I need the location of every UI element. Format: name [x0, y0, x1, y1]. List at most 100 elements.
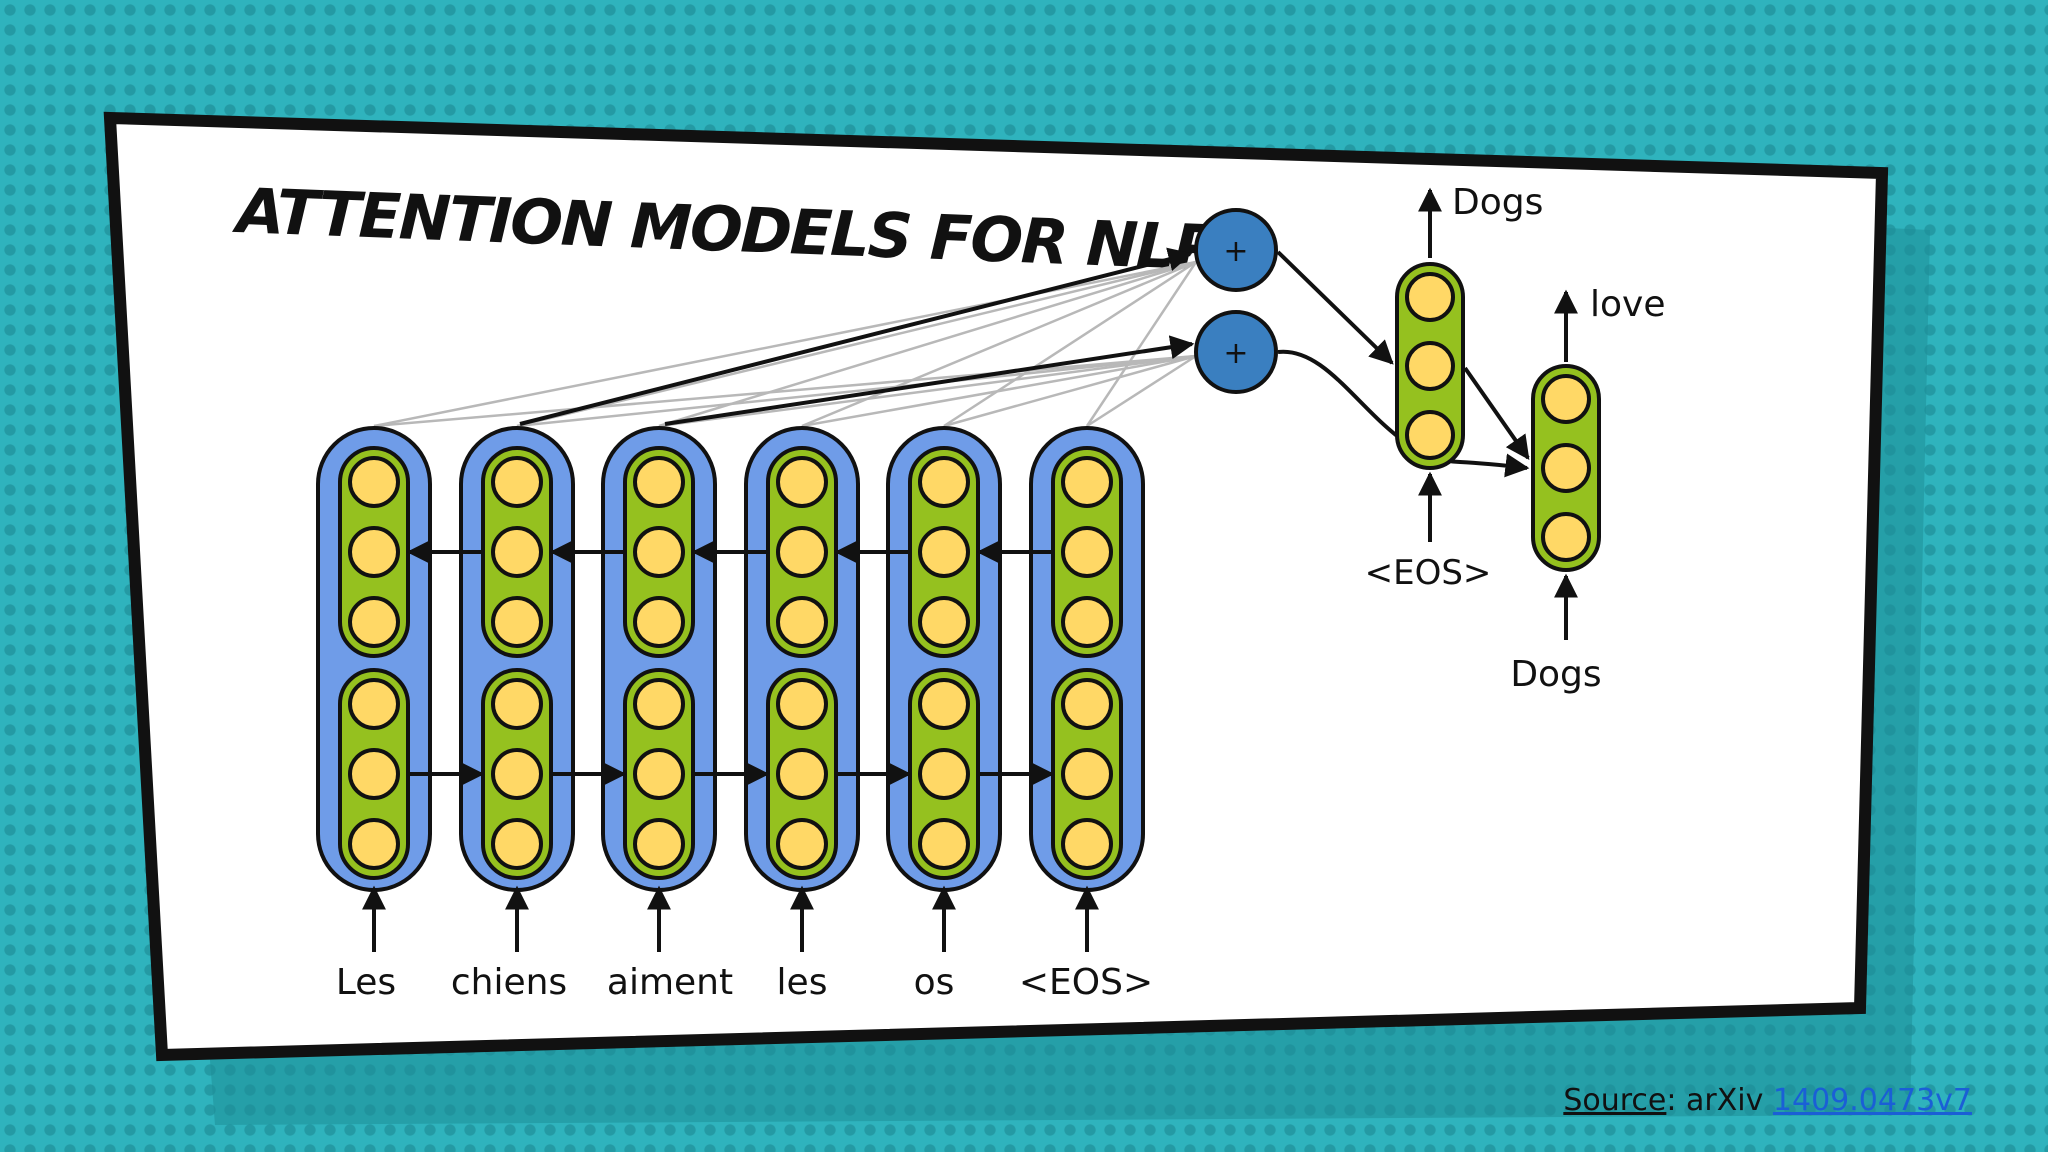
backward-cell — [481, 446, 553, 658]
decoder-input-word: Dogs — [1510, 654, 1601, 695]
encoder-columns — [316, 426, 1145, 892]
attention-weight-line — [516, 354, 1197, 428]
attention-weight-line — [1085, 261, 1198, 427]
backward-cell — [1051, 446, 1123, 658]
hidden-unit — [776, 596, 828, 648]
attention-weight-line — [373, 260, 1197, 428]
encoder-column — [459, 426, 575, 892]
hidden-unit — [633, 678, 685, 730]
input-word: aiment — [607, 962, 733, 1003]
hidden-unit — [1061, 818, 1113, 870]
hidden-unit — [491, 748, 543, 800]
hidden-unit — [348, 596, 400, 648]
encoder-column — [744, 426, 860, 892]
forward-cell — [1051, 668, 1123, 880]
decoder-cell — [1395, 262, 1465, 470]
source-label: Source — [1563, 1083, 1667, 1118]
hidden-unit — [633, 596, 685, 648]
forward-cell — [338, 668, 410, 880]
attention-strong-line-2 — [664, 335, 1195, 426]
input-word: Les — [336, 962, 396, 1003]
attention-node-2: + — [1194, 310, 1278, 394]
hidden-unit — [491, 818, 543, 870]
hidden-unit — [348, 456, 400, 508]
decoder-cell — [1531, 364, 1601, 572]
hidden-unit — [1541, 512, 1591, 562]
attention-weight-line — [1086, 354, 1197, 428]
encoder-recurrence-arrows — [406, 540, 1055, 786]
decoder-recurrence-arrow — [1463, 366, 1530, 460]
hidden-unit — [491, 678, 543, 730]
hidden-unit — [776, 678, 828, 730]
hidden-unit — [633, 456, 685, 508]
input-word: les — [777, 962, 828, 1003]
decoder-cells — [1395, 262, 1601, 572]
hidden-unit — [633, 818, 685, 870]
hidden-unit — [918, 596, 970, 648]
attention-weight-line — [658, 354, 1197, 428]
hidden-unit — [918, 526, 970, 578]
hidden-unit — [348, 818, 400, 870]
hidden-unit — [1061, 596, 1113, 648]
attention-weight-line — [943, 260, 1197, 428]
hidden-unit — [633, 748, 685, 800]
forward-cell — [481, 668, 553, 880]
hidden-unit — [776, 818, 828, 870]
hidden-unit — [1061, 456, 1113, 508]
attention-weight-line — [658, 260, 1197, 428]
input-word: chiens — [451, 962, 567, 1003]
decoder-output-word: love — [1590, 284, 1665, 325]
hidden-unit — [1405, 341, 1455, 391]
hidden-unit — [348, 678, 400, 730]
context-arrow-1 — [1276, 250, 1394, 365]
hidden-unit — [348, 748, 400, 800]
attention-weight-line — [943, 354, 1197, 428]
forward-cell — [908, 668, 980, 880]
plus-icon: + — [1223, 234, 1248, 269]
forward-cell — [766, 668, 838, 880]
encoder-input-words: Les chiens aiment les os <EOS> — [336, 885, 1153, 1003]
attention-strong-line-1 — [519, 247, 1193, 426]
hidden-unit — [776, 748, 828, 800]
hidden-unit — [776, 456, 828, 508]
backward-cell — [623, 446, 695, 658]
input-word: os — [914, 962, 955, 1003]
hidden-unit — [1405, 272, 1455, 322]
attention-weight-line — [801, 260, 1197, 428]
decoder-output-word: Dogs — [1452, 182, 1543, 223]
attention-weight-lines — [373, 260, 1198, 428]
attention-weight-line — [373, 354, 1197, 428]
hidden-unit — [1061, 526, 1113, 578]
decoder-input-word: <EOS> — [1365, 553, 1492, 593]
source-text: : arXiv — [1666, 1083, 1773, 1118]
hidden-unit — [918, 678, 970, 730]
hidden-unit — [633, 526, 685, 578]
hidden-unit — [918, 818, 970, 870]
hidden-unit — [1541, 374, 1591, 424]
backward-cell — [338, 446, 410, 658]
hidden-unit — [776, 526, 828, 578]
attention-weight-line — [516, 260, 1197, 428]
hidden-unit — [1061, 678, 1113, 730]
source-link[interactable]: 1409.0473v7 — [1772, 1083, 1972, 1118]
hidden-unit — [348, 526, 400, 578]
input-word: <EOS> — [1019, 962, 1153, 1003]
backward-cell — [908, 446, 980, 658]
encoder-column — [316, 426, 432, 892]
hidden-unit — [491, 596, 543, 648]
hidden-unit — [491, 526, 543, 578]
hidden-unit — [1061, 748, 1113, 800]
source-caption: Source: arXiv 1409.0473v7 — [1563, 1083, 1972, 1118]
hidden-unit — [491, 456, 543, 508]
encoder-column — [601, 426, 717, 892]
forward-cell — [623, 668, 695, 880]
hidden-unit — [1541, 443, 1591, 493]
backward-cell — [766, 446, 838, 658]
attention-node-1: + — [1194, 208, 1278, 292]
hidden-unit — [918, 748, 970, 800]
encoder-column — [1029, 426, 1145, 892]
hidden-unit — [1405, 410, 1455, 460]
hidden-unit — [918, 456, 970, 508]
encoder-column — [886, 426, 1002, 892]
